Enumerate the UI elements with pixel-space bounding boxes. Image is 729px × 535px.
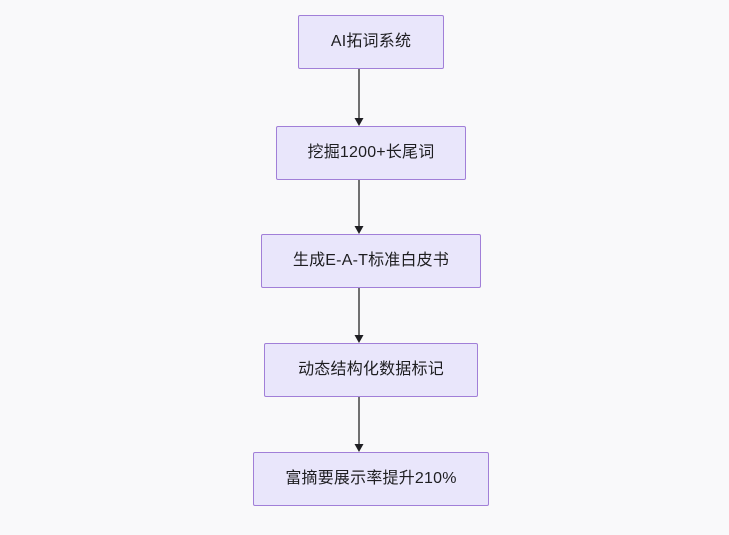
connector-node1-node2 xyxy=(347,69,371,126)
flow-node-label: 动态结构化数据标记 xyxy=(298,361,444,378)
flow-node-label: 挖掘1200+长尾词 xyxy=(307,144,435,161)
connector-node2-node3 xyxy=(347,180,371,234)
flow-node-label: 富摘要展示率提升210% xyxy=(285,470,457,487)
flow-node-rich-snippet-impression-lift[interactable]: 富摘要展示率提升210% xyxy=(253,452,489,506)
flow-node-mine-longtail-keywords[interactable]: 挖掘1200+长尾词 xyxy=(276,126,466,180)
flow-node-dynamic-structured-data-markup[interactable]: 动态结构化数据标记 xyxy=(264,343,478,397)
connector-node3-node4 xyxy=(347,288,371,343)
connector-node4-node5 xyxy=(347,397,371,452)
flow-node-ai-keyword-system[interactable]: AI拓词系统 xyxy=(298,15,444,69)
flow-node-label: AI拓词系统 xyxy=(330,33,412,50)
flow-node-label: 生成E-A-T标准白皮书 xyxy=(292,252,450,269)
flow-node-generate-eat-whitepaper[interactable]: 生成E-A-T标准白皮书 xyxy=(261,234,481,288)
